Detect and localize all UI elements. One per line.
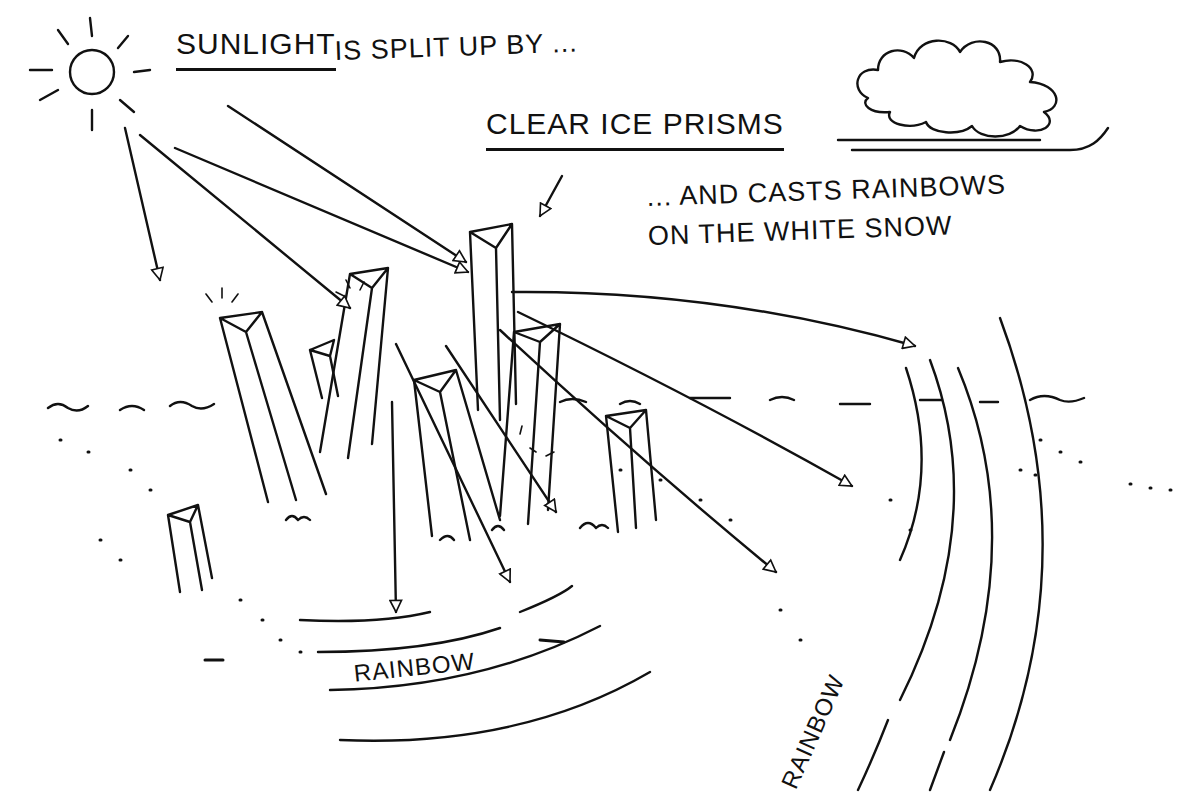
rainbow-arc bbox=[318, 586, 572, 652]
sun-ray-arrow bbox=[140, 135, 350, 308]
rainbow-arc bbox=[900, 368, 922, 560]
ice-prism bbox=[500, 324, 560, 524]
cloud-symbol bbox=[838, 41, 1108, 150]
sun-disc bbox=[70, 50, 114, 94]
split-ray-arrow bbox=[518, 312, 852, 486]
ice-prism bbox=[606, 410, 656, 532]
prism-base-snow bbox=[286, 516, 608, 540]
rainbow-arc bbox=[990, 318, 1043, 790]
rainbow-arc bbox=[330, 626, 600, 690]
snow-horizon bbox=[48, 396, 1084, 411]
split-ray-arrow bbox=[392, 402, 396, 612]
sun-ray-arrow bbox=[228, 106, 466, 262]
snow-dots bbox=[60, 440, 1171, 660]
handwritten-note: IS SPLIT UP BY ... bbox=[334, 24, 578, 71]
sun-rays bbox=[30, 18, 150, 130]
split-ray-arrow bbox=[500, 330, 776, 572]
sun-ray-arrow bbox=[125, 128, 160, 280]
cloud-streak bbox=[838, 128, 1108, 150]
ice-prism bbox=[168, 505, 212, 592]
ice-prism bbox=[220, 312, 326, 502]
snow-speckle bbox=[60, 440, 1171, 652]
sun-symbol bbox=[30, 18, 150, 130]
rainbow-arc bbox=[300, 612, 430, 621]
ink-drawing bbox=[30, 18, 1171, 790]
handwritten-note: ... AND CASTS RAINBOWS ON THE WHITE SNOW bbox=[646, 165, 1028, 256]
rainbow-arc bbox=[930, 368, 992, 790]
handwritten-note: CLEAR ICE PRISMS bbox=[486, 102, 784, 151]
pointer-arrow bbox=[540, 176, 562, 216]
split-ray-arrow bbox=[396, 344, 510, 582]
handwritten-note: RAINBOW bbox=[772, 669, 853, 793]
ice-prism bbox=[320, 268, 388, 458]
horizon-line bbox=[48, 396, 1084, 411]
rainbow-bands bbox=[300, 318, 1043, 790]
split-ray-arrow bbox=[446, 346, 556, 512]
ice-prism bbox=[414, 370, 500, 540]
ice-prisms bbox=[168, 224, 656, 592]
rainbow-arc bbox=[858, 360, 954, 790]
cloud-outline bbox=[857, 41, 1056, 137]
handwritten-note: SUNLIGHT bbox=[176, 22, 336, 71]
